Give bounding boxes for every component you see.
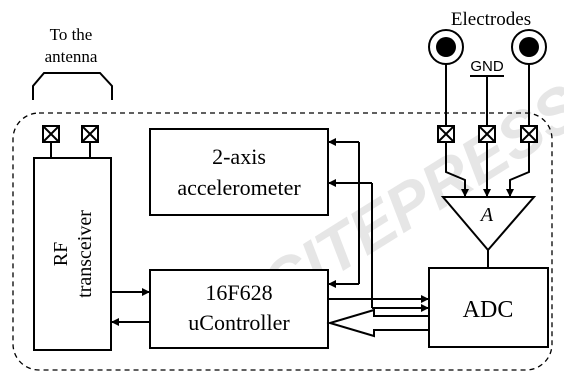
- controller-label-line1: 16F628: [205, 280, 272, 305]
- controller-label-line2: uController: [188, 310, 290, 335]
- accelerometer-block: [149, 128, 329, 216]
- accelerometer-label-line2: accelerometer: [177, 175, 301, 200]
- antenna-label-line1: To the: [50, 25, 93, 44]
- amp-input-arrow-3: [506, 142, 530, 197]
- antenna-connector-1: [42, 125, 60, 143]
- device-enclosure: [12, 112, 553, 371]
- adc-label: ADC: [463, 297, 514, 323]
- gnd-label: GND: [470, 58, 504, 75]
- amplifier-symbol: [440, 196, 537, 252]
- rf-label-line2: transceiver: [74, 210, 96, 298]
- antenna-label-line2: antenna: [45, 47, 98, 66]
- amplifier-label: A: [479, 204, 494, 226]
- rf-transceiver-block: [33, 157, 112, 351]
- amp-input-arrow-1: [445, 142, 469, 197]
- adc-to-controller-bus-arrow: [326, 308, 430, 338]
- microcontroller-block: [149, 269, 329, 349]
- electrode-connector-1: [437, 125, 455, 143]
- electrode-connector-3: [520, 125, 538, 143]
- accelerometer-label-line1: 2-axis: [212, 144, 266, 169]
- electrode-connector-2: [478, 125, 496, 143]
- electrodes-label: Electrodes: [451, 9, 531, 30]
- antenna-connector-2: [81, 125, 99, 143]
- antenna-symbol: [32, 72, 113, 100]
- electrode-right: [511, 29, 547, 65]
- electrode-left: [428, 29, 464, 65]
- rf-label-line1: RF: [50, 242, 72, 266]
